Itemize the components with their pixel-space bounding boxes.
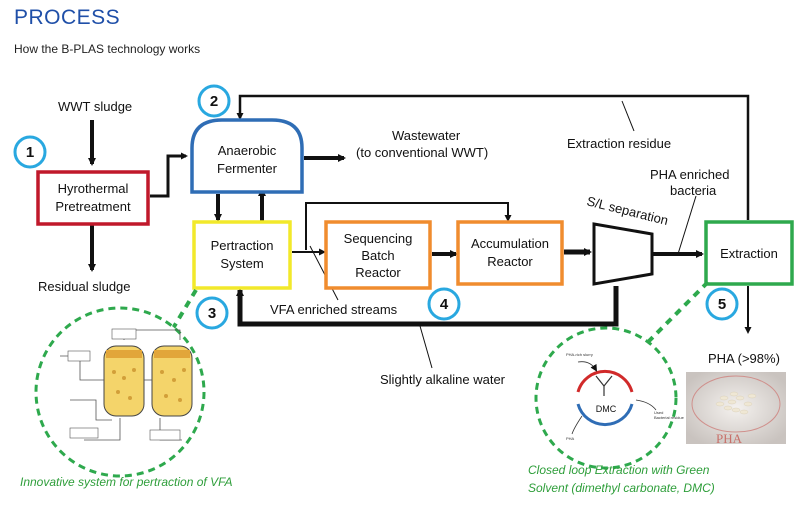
svg-text:2: 2 [210, 93, 218, 110]
svg-text:3: 3 [208, 305, 216, 322]
accumulation-label-1: Accumulation [471, 236, 549, 251]
step-number-5: 5 [705, 287, 739, 321]
fermenter-label-2: Fermenter [217, 161, 278, 176]
page-title: PROCESS [14, 6, 121, 29]
pha-pellets-photo: PHA [686, 372, 786, 446]
dmc-caption-2: Solvent (dimethyl carbonate, DMC) [528, 481, 715, 495]
hyrothermal-label-2: Pretreatment [55, 199, 131, 214]
dmc-residue-label-2: Bacterial residue [654, 415, 685, 420]
svg-text:4: 4 [440, 296, 449, 313]
step-number-3: 3 [195, 296, 229, 330]
sbr-label-1: Sequencing [344, 231, 413, 246]
wastewater-label-2: (to conventional WWT) [356, 145, 488, 160]
pertraction-label-1: Pertraction [211, 238, 274, 253]
alkaline-water-label: Slightly alkaline water [380, 372, 506, 387]
pertraction-box: Pertraction System [192, 220, 292, 290]
dmc-pha-label: PHA [566, 436, 575, 441]
dmc-loop-inset: DMC PHA-rich slurry Used Bacterial resid… [534, 326, 685, 470]
pertraction-inset [34, 306, 206, 478]
sbr-box: Sequencing Batch Reactor [324, 220, 432, 290]
step-number-2: 2 [197, 84, 231, 118]
residual-sludge-label: Residual sludge [38, 279, 131, 294]
pha-enriched-label-2: bacteria [670, 183, 717, 198]
step-number-4: 4 [427, 287, 461, 321]
step-number-1: 1 [13, 135, 47, 169]
wastewater-label-1: Wastewater [392, 128, 461, 143]
dmc-label: DMC [596, 404, 617, 414]
photo-pha-label: PHA [716, 431, 743, 446]
sl-separator [592, 222, 654, 286]
pha-enriched-label-1: PHA enriched [650, 167, 730, 182]
pertraction-caption: Innovative system for pertraction of VFA [20, 475, 233, 489]
accumulation-label-2: Reactor [487, 254, 533, 269]
connectors [88, 94, 752, 369]
extraction-callout-line [638, 280, 710, 352]
sl-separation-label: S/L separation [585, 193, 670, 228]
svg-text:5: 5 [718, 296, 726, 313]
fermenter-box: Anaerobic Fermenter [190, 118, 304, 194]
sbr-label-2: Batch [361, 248, 394, 263]
extraction-residue-label: Extraction residue [567, 136, 671, 151]
dmc-caption-1: Closed loop Extraction with Green [528, 463, 710, 477]
fermenter-label-1: Anaerobic [218, 143, 277, 158]
svg-text:1: 1 [26, 144, 34, 161]
pha-output-label: PHA (>98%) [708, 351, 780, 366]
hyrothermal-box: Hyrothermal Pretreatment [36, 170, 150, 226]
extraction-box: Extraction [704, 220, 794, 286]
sbr-label-3: Reactor [355, 265, 401, 280]
dmc-residue-label-1: Used [654, 410, 663, 415]
dmc-slurry-label: PHA-rich slurry [566, 352, 593, 357]
hyrothermal-label-1: Hyrothermal [58, 181, 129, 196]
wwt-sludge-label: WWT sludge [58, 99, 132, 114]
pertraction-label-2: System [220, 256, 263, 271]
page-subtitle: How the B-PLAS technology works [14, 42, 201, 56]
vfa-streams-label: VFA enriched streams [270, 302, 398, 317]
accumulation-box: Accumulation Reactor [456, 220, 564, 286]
extraction-label: Extraction [720, 246, 778, 261]
